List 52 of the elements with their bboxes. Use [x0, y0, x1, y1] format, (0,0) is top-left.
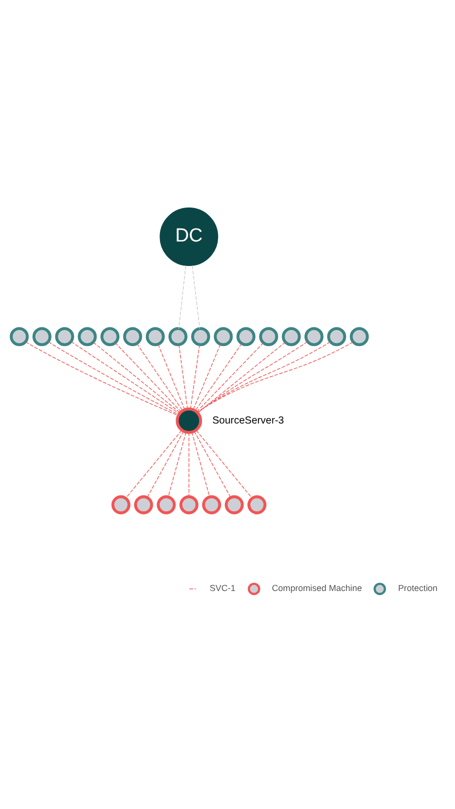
node-circle [156, 494, 176, 514]
connector [178, 344, 188, 409]
node-circle [247, 494, 266, 514]
node-circle [282, 326, 301, 346]
connector [196, 342, 264, 412]
connector [197, 341, 286, 413]
connector [168, 431, 186, 497]
node-circle [202, 494, 222, 514]
node-circle [176, 407, 202, 434]
node-circle [32, 326, 52, 346]
node-circle [168, 326, 188, 346]
connector [192, 344, 221, 410]
legend-label: Protection [398, 582, 438, 593]
node-circle [304, 326, 324, 346]
node-circle [214, 326, 233, 346]
connector [48, 340, 179, 414]
node-circle [123, 326, 142, 346]
node-circle [191, 326, 210, 346]
connector [196, 429, 253, 498]
connector [192, 431, 210, 497]
node-circle [259, 326, 278, 346]
connector [125, 429, 182, 498]
node-circle [10, 326, 29, 346]
node-circle [134, 494, 154, 514]
connector [197, 340, 308, 413]
connector [192, 264, 200, 328]
connector [178, 264, 186, 328]
connector [136, 342, 183, 411]
node-circle [179, 494, 198, 514]
node-circle [100, 326, 120, 346]
connector [194, 430, 231, 498]
node-circle [55, 326, 74, 346]
node-circle [146, 326, 165, 346]
connector [70, 340, 180, 414]
node-circle [224, 494, 244, 514]
connector [114, 342, 182, 412]
node-circle [111, 494, 130, 514]
legend-label: SVC-1 [210, 582, 236, 593]
connector [25, 340, 179, 416]
connector [92, 341, 180, 413]
node-circle [78, 326, 97, 346]
connector [190, 344, 200, 409]
connector [188, 432, 190, 497]
node-circle [327, 326, 346, 346]
connector [158, 344, 186, 410]
connector [146, 430, 184, 498]
connector [194, 342, 242, 411]
legend-label: Compromised Machine [272, 582, 362, 593]
node-circle: DC [160, 207, 218, 266]
node-circle [350, 326, 369, 346]
node-circle [236, 326, 256, 346]
node-label: SourceServer-3 [212, 414, 284, 426]
